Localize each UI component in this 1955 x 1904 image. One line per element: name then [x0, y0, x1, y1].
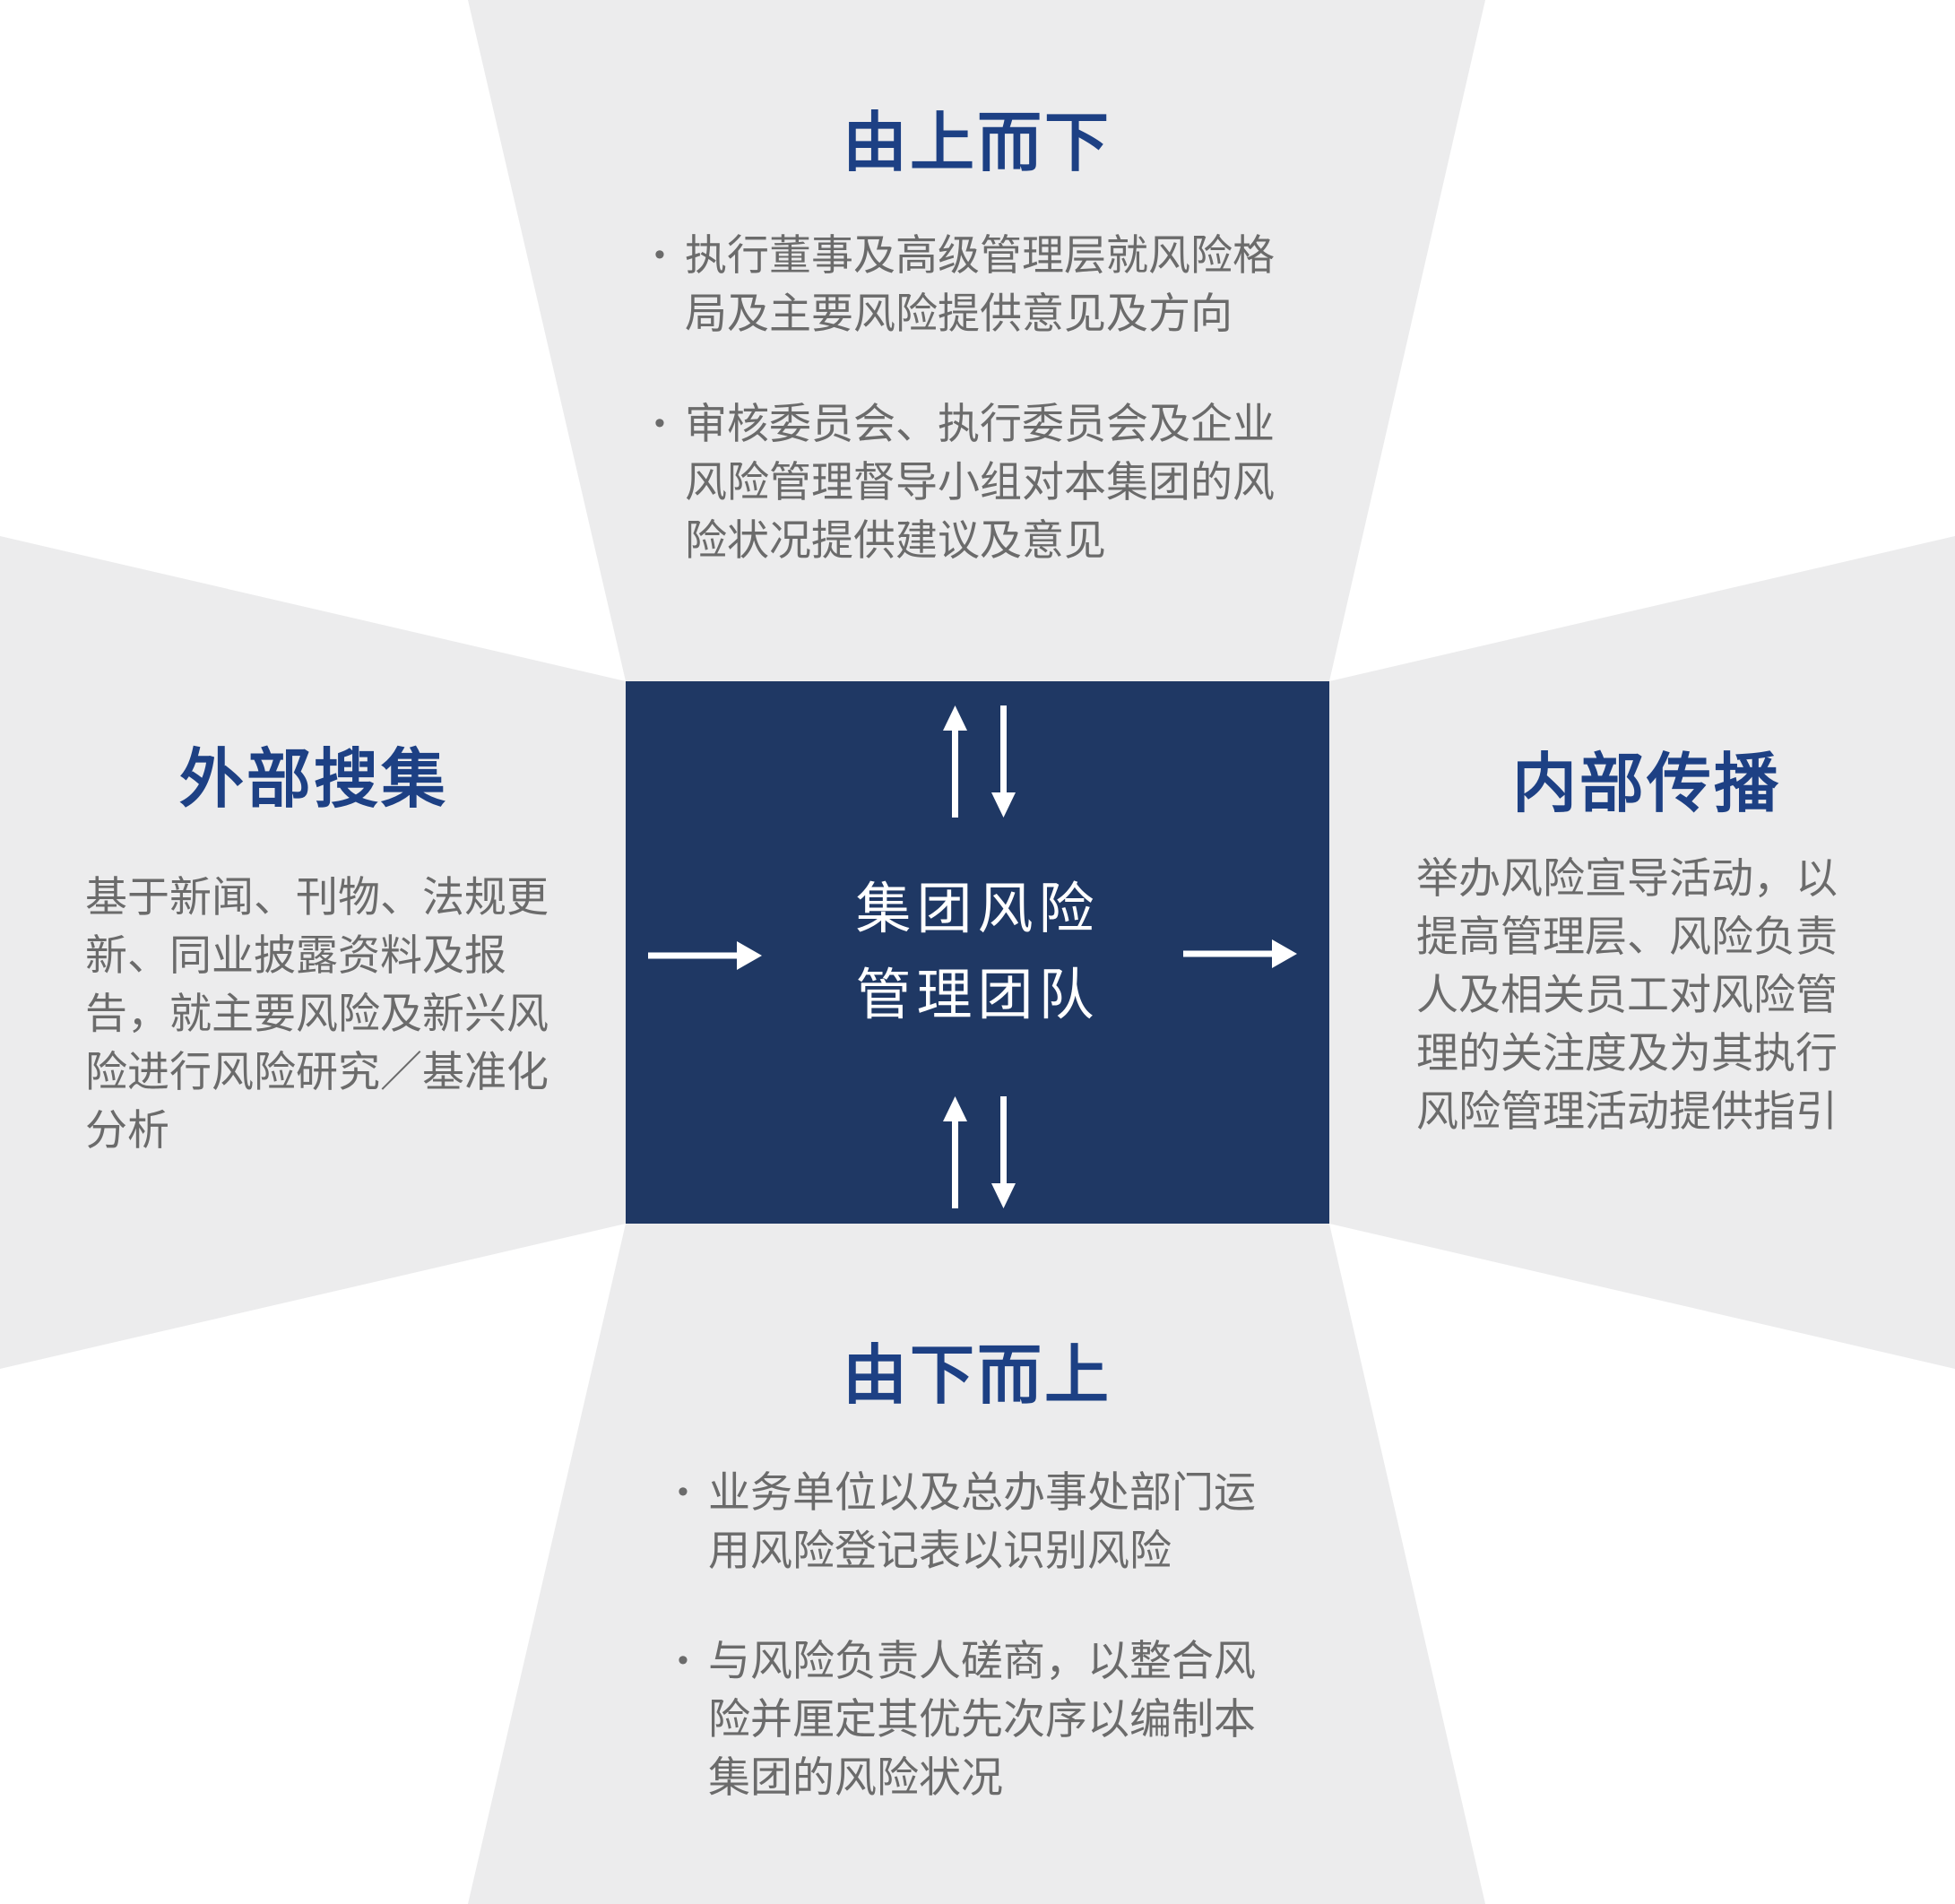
text-line: 理的关注度及为其执行 — [1416, 1029, 1838, 1077]
bullet-dot: • — [654, 238, 665, 272]
text-line: 与风险负责人磋商，以整合风 — [708, 1637, 1256, 1684]
bullet-text: 业务单位以及总办事处部门运 用风险登记表以识别风险 — [708, 1463, 1377, 1579]
text-line: 险进行风险研究／基准化 — [85, 1048, 549, 1095]
center-box-line: 集团风险 — [855, 878, 1100, 940]
bullet-dot: • — [678, 1475, 688, 1509]
list-item: • 业务单位以及总办事处部门运 用风险登记表以识别风险 — [678, 1463, 1377, 1579]
list-item: • 审核委员会、执行委员会及企业 风险管理督导小组对本集团的风 险状况提供建议及… — [654, 394, 1336, 569]
text-line: 业务单位以及总办事处部门运 — [708, 1468, 1256, 1516]
right-section-text: 举办风险宣导活动，以 提高管理层、风险负责 人及相关员工对风险管 理的关注度及为… — [1416, 849, 1900, 1140]
bullet-text: 执行董事及高级管理层就风险格 局及主要风险提供意见及方向 — [685, 226, 1336, 342]
bullet-text: 审核委员会、执行委员会及企业 风险管理督导小组对本集团的风 险状况提供建议及意见 — [685, 394, 1336, 569]
bottom-panel — [468, 1224, 1485, 1904]
bottom-section-bullets: • 业务单位以及总办事处部门运 用风险登记表以识别风险 • 与风险负责人磋商，以… — [678, 1463, 1377, 1806]
right-arrow-right-icon — [1183, 939, 1297, 968]
top-arrows-down-icon — [991, 705, 1016, 818]
center-box-line: 管理团队 — [855, 964, 1100, 1026]
left-panel — [0, 536, 626, 1369]
right-panel — [1329, 536, 1955, 1369]
text-line: 提高管理层、风险负责 — [1416, 913, 1838, 960]
text-line: 告，就主要风险及新兴风 — [85, 990, 549, 1037]
text-line: 用风险登记表以识别风险 — [708, 1527, 1172, 1574]
list-item: • 与风险负责人磋商，以整合风 险并厘定其优先次序以编制本 集团的风险状况 — [678, 1631, 1377, 1806]
text-line: 基于新闻、刊物、法规更 — [85, 873, 549, 921]
bullet-dot: • — [678, 1643, 688, 1677]
text-line: 险状况提供建议及意见 — [685, 516, 1106, 564]
bullet-text: 与风险负责人磋商，以整合风 险并厘定其优先次序以编制本 集团的风险状况 — [708, 1631, 1377, 1806]
text-line: 集团的风险状况 — [708, 1753, 1003, 1801]
left-section-title: 外部搜集 — [179, 744, 449, 816]
text-line: 分析 — [85, 1106, 169, 1154]
bullet-dot: • — [654, 406, 665, 440]
text-line: 人及相关员工对风险管 — [1416, 971, 1838, 1018]
top-section-bullets: • 执行董事及高级管理层就风险格 局及主要风险提供意见及方向 • 审核委员会、执… — [654, 226, 1336, 569]
text-line: 险并厘定其优先次序以编制本 — [708, 1695, 1256, 1743]
text-line: 局及主要风险提供意见及方向 — [685, 290, 1233, 337]
text-line: 审核委员会、执行委员会及企业 — [685, 400, 1275, 447]
top-arrows-up-icon — [943, 705, 967, 818]
top-panel — [468, 0, 1485, 681]
bottom-arrows-up-icon — [943, 1096, 967, 1208]
bottom-arrows-down-icon — [991, 1096, 1016, 1208]
text-line: 风险管理活动提供指引 — [1416, 1087, 1838, 1135]
text-line: 风险管理督导小组对本集团的风 — [685, 458, 1275, 506]
text-line: 执行董事及高级管理层就风险格 — [685, 231, 1275, 279]
left-section-text: 基于新闻、刊物、法规更 新、同业披露资料及报 告，就主要风险及新兴风 险进行风险… — [85, 868, 605, 1159]
text-line: 新、同业披露资料及报 — [85, 931, 506, 979]
bottom-section-title: 由下而上 — [842, 1340, 1112, 1412]
right-section-title: 内部传播 — [1512, 749, 1782, 820]
left-arrow-right-icon — [648, 941, 762, 970]
list-item: • 执行董事及高级管理层就风险格 局及主要风险提供意见及方向 — [654, 226, 1336, 342]
text-line: 举办风险宣导活动，以 — [1416, 854, 1838, 902]
top-section-title: 由上而下 — [842, 108, 1112, 179]
